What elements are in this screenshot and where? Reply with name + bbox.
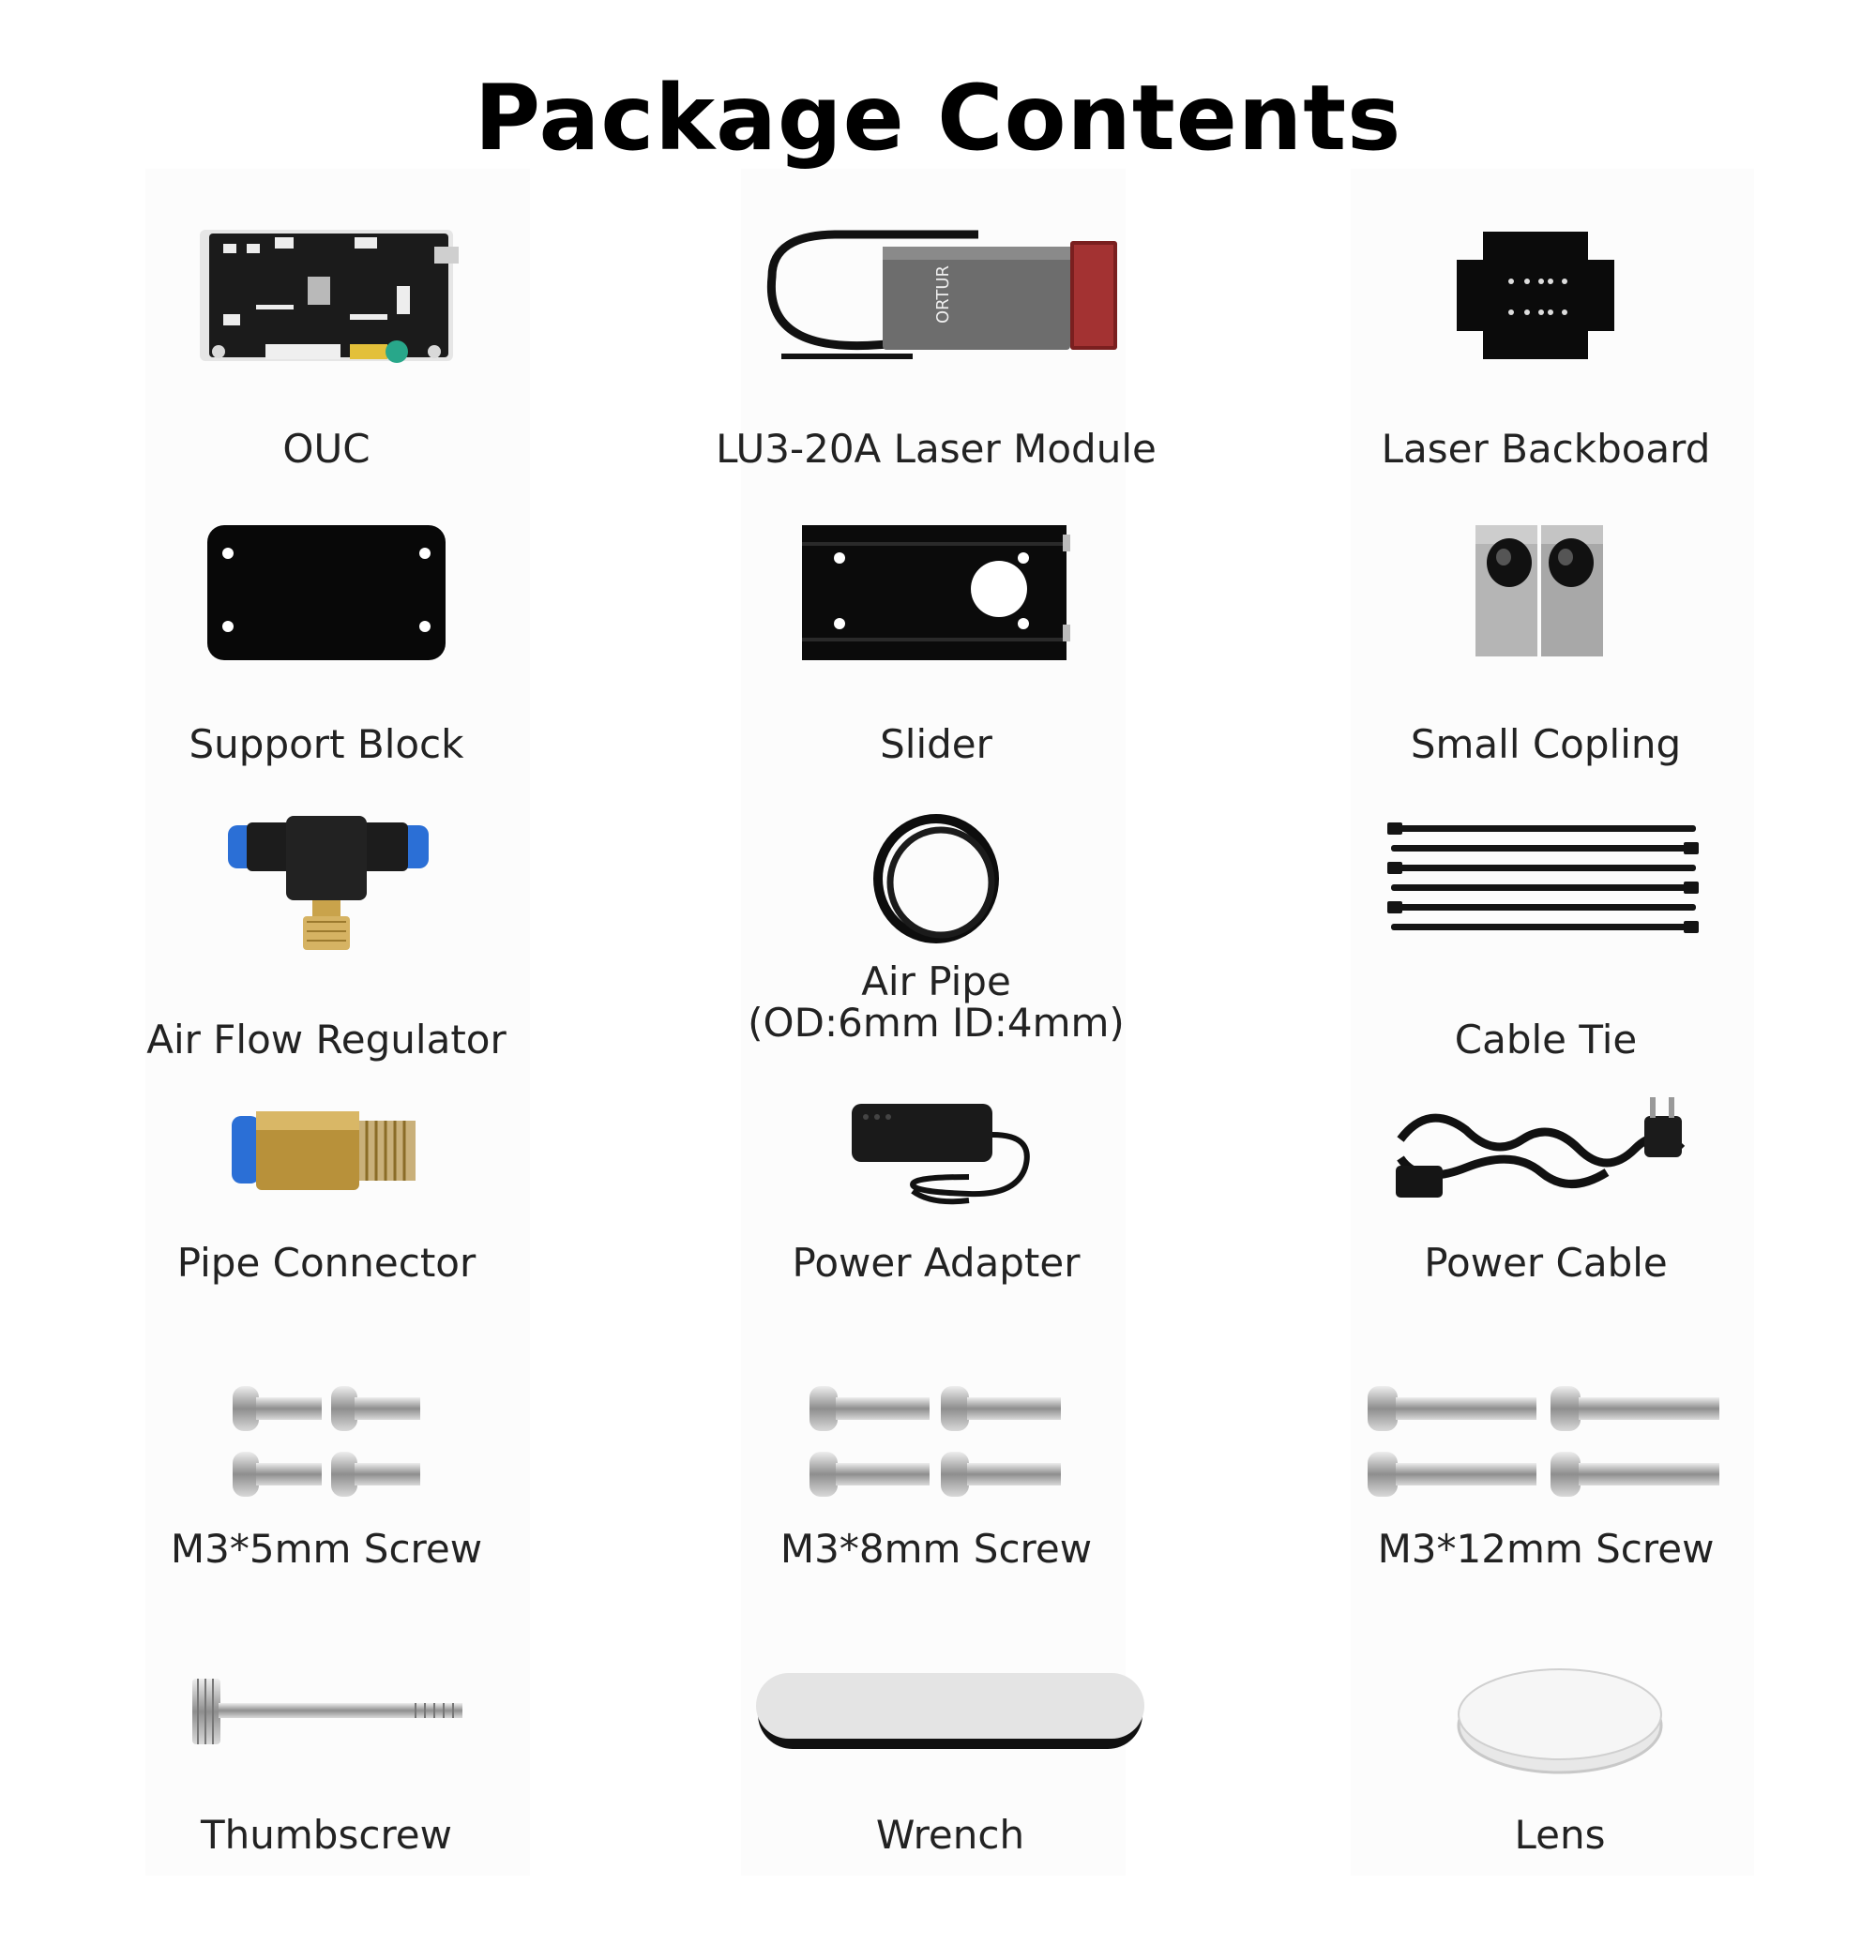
item-label: Lens xyxy=(1514,1812,1606,1858)
page-title: Package Contents xyxy=(474,66,1402,171)
item-label: Cable Tie xyxy=(1454,1017,1638,1063)
coupling-icon xyxy=(1241,516,1851,713)
column-background xyxy=(741,169,1126,1876)
item-label: Air Pipe (OD:6mm ID:4mm) xyxy=(748,958,1125,1046)
item-wrench: Wrench xyxy=(645,1660,1255,1960)
item-power-adapter: Power Adapter xyxy=(631,1083,1241,1383)
item-label: Laser Backboard xyxy=(1381,426,1711,472)
item-label: Slider xyxy=(880,721,992,767)
support-block-icon xyxy=(22,516,631,713)
slider-icon xyxy=(631,516,1241,713)
power-cable-icon xyxy=(1241,1083,1851,1280)
item-label: Small Copling xyxy=(1410,721,1682,767)
item-thumbscrew: Thumbscrew xyxy=(22,1660,631,1960)
cable-tie-icon xyxy=(1241,811,1851,1008)
column-background xyxy=(1351,169,1754,1876)
item-air-flow-regulator: Air Flow Regulator xyxy=(22,811,631,1111)
brand-text: ORTUR xyxy=(933,265,953,324)
item-power-cable: Power Cable xyxy=(1241,1083,1851,1383)
item-pipe-connector: Pipe Connector xyxy=(22,1083,631,1383)
item-label: Pipe Connector xyxy=(176,1240,477,1286)
laser-module-icon: ORTUR xyxy=(631,220,1241,417)
item-laser-backboard: Laser Backboard xyxy=(1241,220,1851,520)
item-label: Thumbscrew xyxy=(201,1812,452,1858)
screw-icon xyxy=(22,1379,631,1576)
item-slider: Slider xyxy=(631,516,1241,816)
item-label: Support Block xyxy=(189,721,464,767)
screw-icon xyxy=(631,1379,1241,1576)
screw-icon xyxy=(1241,1379,1851,1576)
power-adapter-icon xyxy=(631,1083,1241,1280)
item-label: M3*5mm Screw xyxy=(170,1526,483,1572)
item-label: M3*8mm Screw xyxy=(779,1526,1093,1572)
column-background xyxy=(145,169,530,1876)
item-support-block: Support Block xyxy=(22,516,631,816)
thumbscrew-icon xyxy=(22,1660,631,1857)
circuit-board-icon xyxy=(22,220,631,417)
item-label: M3*12mm Screw xyxy=(1377,1526,1715,1572)
wrench-icon xyxy=(645,1660,1255,1857)
item-label: OUC xyxy=(282,426,371,472)
air-pipe-icon xyxy=(631,811,1241,1008)
item-air-pipe: Air Pipe (OD:6mm ID:4mm) xyxy=(631,811,1241,1111)
item-label: LU3-20A Laser Module xyxy=(716,426,1157,472)
item-label: Wrench xyxy=(875,1812,1025,1858)
lens-icon xyxy=(1255,1660,1865,1857)
pipe-connector-icon xyxy=(22,1083,631,1280)
item-cable-tie: Cable Tie xyxy=(1241,811,1851,1111)
air-regulator-icon xyxy=(22,811,631,1008)
item-label: Power Adapter xyxy=(792,1240,1081,1286)
item-m3-12mm-screw: M3*12mm Screw xyxy=(1241,1379,1851,1679)
backboard-plate-icon xyxy=(1241,220,1851,417)
item-m3-8mm-screw: M3*8mm Screw xyxy=(631,1379,1241,1679)
item-m3-5mm-screw: M3*5mm Screw xyxy=(22,1379,631,1679)
item-label: Power Cable xyxy=(1424,1240,1668,1286)
item-small-coupling: Small Copling xyxy=(1241,516,1851,816)
item-label: Air Flow Regulator xyxy=(146,1017,507,1063)
item-ouc: OUC xyxy=(22,220,631,520)
item-laser-module: ORTUR LU3-20A Laser Module xyxy=(631,220,1241,520)
item-lens: Lens xyxy=(1255,1660,1865,1960)
